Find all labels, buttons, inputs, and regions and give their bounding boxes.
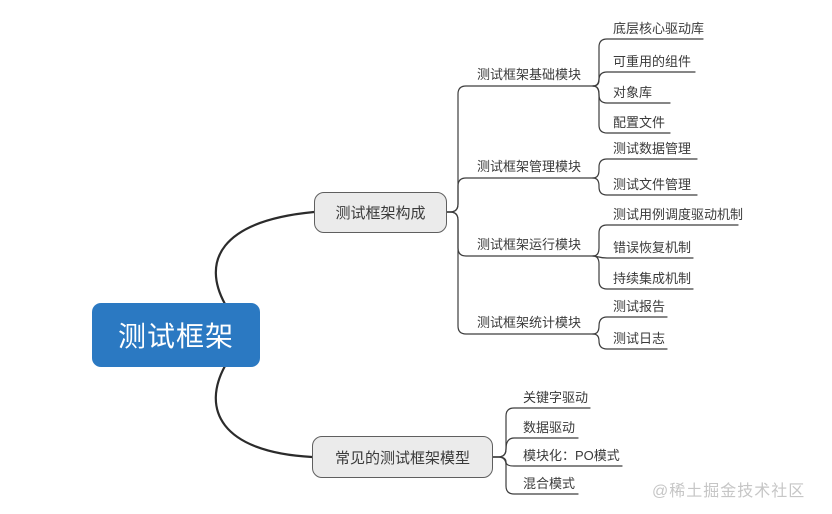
connector-root-branch1	[214, 210, 316, 306]
topic-po-pattern[interactable]: 模块化：PO模式	[523, 448, 620, 463]
topic-error-recovery[interactable]: 错误恢复机制	[613, 240, 692, 255]
connector-branch1-manage	[446, 177, 594, 213]
branch-framework-models[interactable]: 常见的测试框架模型	[312, 436, 493, 478]
topic-run-module[interactable]: 测试框架运行模块	[477, 237, 582, 252]
connector-run-3	[592, 255, 694, 290]
connector-model-4	[492, 456, 579, 495]
connector-basic-2	[592, 71, 696, 87]
connector-basic-4	[592, 85, 671, 134]
topic-data-driven[interactable]: 数据驱动	[523, 420, 576, 435]
connector-stat-2	[592, 333, 668, 350]
connector-run-2	[592, 255, 694, 259]
topic-test-log[interactable]: 测试日志	[613, 331, 666, 346]
connector-branch1-stat	[446, 211, 594, 335]
topic-test-data-mgmt[interactable]: 测试数据管理	[613, 141, 692, 156]
topic-basic-module[interactable]: 测试框架基础模块	[477, 67, 582, 82]
topic-object-lib[interactable]: 对象库	[613, 85, 653, 100]
connector-stat-1	[592, 316, 668, 335]
topic-test-report[interactable]: 测试报告	[613, 299, 666, 314]
watermark: @稀土掘金技术社区	[652, 483, 806, 500]
connector-manage-2	[592, 177, 698, 196]
topic-hybrid-mode[interactable]: 混合模式	[523, 476, 576, 491]
root-topic[interactable]: 测试框架	[92, 303, 260, 367]
topic-stat-module[interactable]: 测试框架统计模块	[477, 315, 582, 330]
topic-core-driver-lib[interactable]: 底层核心驱动库	[613, 21, 705, 36]
branch-framework-composition[interactable]: 测试框架构成	[314, 192, 447, 233]
topic-case-scheduling[interactable]: 测试用例调度驱动机制	[613, 207, 744, 222]
connector-branch1-basic	[446, 85, 594, 213]
topic-manage-module[interactable]: 测试框架管理模块	[477, 159, 582, 174]
connector-root-branch2	[214, 364, 314, 459]
topic-test-file-mgmt[interactable]: 测试文件管理	[613, 177, 692, 192]
topic-keyword-driven[interactable]: 关键字驱动	[523, 390, 589, 405]
topic-ci-mechanism[interactable]: 持续集成机制	[613, 271, 692, 286]
connector-run-1	[592, 224, 739, 257]
topic-reusable-comp[interactable]: 可重用的组件	[613, 54, 692, 69]
topic-config-file[interactable]: 配置文件	[613, 115, 666, 130]
connector-manage-1	[592, 158, 698, 179]
